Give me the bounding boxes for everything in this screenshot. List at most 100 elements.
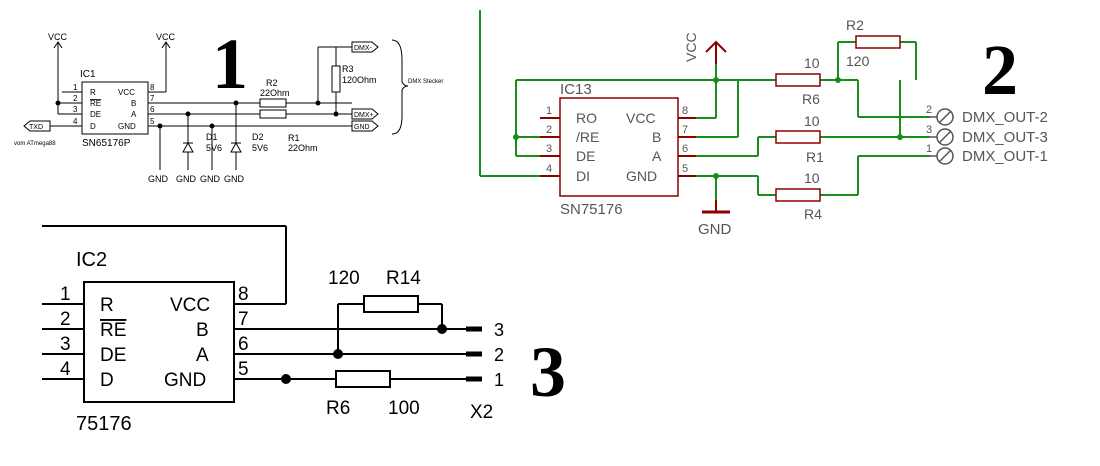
panel-1-number: 1 bbox=[212, 24, 248, 104]
panel-3-junctions bbox=[281, 324, 447, 384]
d2-diode bbox=[230, 141, 242, 153]
p1-pin5-name: GND bbox=[118, 122, 136, 131]
p2-r4-val: 10 bbox=[804, 170, 820, 186]
p1-dmx-plus: DMX+ bbox=[354, 112, 374, 119]
p2-pin4-num: 4 bbox=[546, 163, 552, 175]
panel-2-number: 2 bbox=[982, 30, 1018, 110]
p1-ic-part: SN65176P bbox=[82, 138, 131, 149]
p1-pin1-name: R bbox=[90, 88, 96, 97]
p1-pin7-num: 7 bbox=[150, 94, 155, 103]
p3-pin7-num: 7 bbox=[238, 309, 249, 330]
p3-r14-ref: R14 bbox=[386, 268, 421, 289]
panel-3-schematic bbox=[42, 225, 482, 403]
p2-pin3-num: 3 bbox=[546, 143, 552, 155]
p3-r6-val: 100 bbox=[388, 398, 420, 419]
p3-pin3-num: 3 bbox=[60, 334, 71, 355]
p2-out3-label: DMX_OUT-3 bbox=[962, 129, 1048, 146]
p1-pin3-num: 3 bbox=[73, 105, 78, 114]
p3-pin4-name: D bbox=[100, 370, 114, 391]
p3-pin1-name: R bbox=[100, 295, 114, 316]
r3-resistor bbox=[331, 65, 341, 93]
p3-pin7-name: B bbox=[196, 320, 209, 341]
p1-pin3-name: DE bbox=[90, 110, 101, 119]
p3-terminal-1: 1 bbox=[494, 370, 504, 390]
p2-vcc: VCC bbox=[683, 32, 699, 62]
r1-resistor bbox=[259, 109, 287, 119]
r2-resistor bbox=[259, 98, 287, 108]
p1-txd-label: TXD bbox=[29, 124, 43, 131]
p2-ic-ref: IC13 bbox=[560, 81, 592, 98]
p1-pin6-name: A bbox=[131, 110, 137, 119]
p3-pin2-name: RE bbox=[100, 320, 126, 341]
p3-ic-part: 75176 bbox=[76, 413, 132, 435]
p1-vcc-left: VCC bbox=[48, 32, 68, 42]
p1-pin8-name: VCC bbox=[118, 88, 135, 97]
p1-gnd-1: GND bbox=[148, 174, 169, 184]
p2-out2-num: 2 bbox=[926, 104, 932, 116]
p3-pin8-name: VCC bbox=[170, 295, 210, 316]
p1-r1-ref: R1 bbox=[288, 133, 300, 143]
p1-r1-val: 22Ohm bbox=[288, 143, 318, 153]
p1-pin7-name: B bbox=[131, 99, 136, 108]
panel-1-labels: VCC VCC IC1 SN65176P 1 2 3 4 R RE DE D V… bbox=[14, 32, 443, 184]
port-dmx-plus bbox=[351, 108, 379, 120]
p2-out1-num: 1 bbox=[926, 143, 932, 155]
panel-1-schematic bbox=[23, 39, 409, 170]
p2-pin4-name: DI bbox=[576, 168, 590, 184]
p2-out3-num: 3 bbox=[926, 124, 932, 136]
p1-gnd-port: GND bbox=[354, 124, 370, 131]
p1-ic-ref: IC1 bbox=[80, 69, 96, 80]
r2-resistor-p2 bbox=[855, 35, 901, 49]
r1-resistor-p2 bbox=[775, 130, 821, 144]
p1-d2-val: 5V6 bbox=[252, 143, 268, 153]
p3-terminal-3: 3 bbox=[494, 320, 504, 340]
p2-r1-val: 10 bbox=[804, 113, 820, 129]
r6-resistor-p3 bbox=[335, 370, 391, 388]
port-gnd bbox=[351, 120, 379, 132]
p3-pin5-num: 5 bbox=[238, 359, 249, 380]
p1-pin6-num: 6 bbox=[150, 105, 155, 114]
r4-resistor-p2 bbox=[775, 188, 821, 202]
p1-dmx-minus: DMX- bbox=[354, 45, 373, 52]
p2-out1-label: DMX_OUT-1 bbox=[962, 148, 1048, 165]
p3-r14-val: 120 bbox=[328, 268, 360, 289]
p2-pin2-num: 2 bbox=[546, 124, 552, 136]
p2-r2-val: 120 bbox=[846, 53, 870, 69]
p2-pin1-name: RO bbox=[576, 110, 597, 126]
p2-pin6-num: 6 bbox=[682, 143, 688, 155]
p1-d1-ref: D1 bbox=[206, 132, 218, 142]
d1-diode bbox=[182, 141, 194, 153]
p2-r6-val: 10 bbox=[804, 55, 820, 71]
ic2-body bbox=[83, 281, 235, 403]
p3-pin6-num: 6 bbox=[238, 334, 249, 355]
p1-pin2-name: RE bbox=[90, 99, 101, 108]
p2-pin6-name: A bbox=[652, 148, 662, 164]
p2-pin5-num: 5 bbox=[682, 163, 688, 175]
p1-pin4-num: 4 bbox=[73, 117, 78, 126]
p1-gnd-2: GND bbox=[176, 174, 197, 184]
ic1-body bbox=[81, 81, 149, 135]
p3-connector: X2 bbox=[470, 402, 493, 423]
p1-r2-val: 22Ohm bbox=[260, 88, 290, 98]
port-dmx-minus bbox=[351, 41, 379, 53]
p2-pin3-name: DE bbox=[576, 148, 595, 164]
p1-pin1-num: 1 bbox=[73, 83, 78, 92]
p2-r4-ref: R4 bbox=[804, 206, 822, 222]
p2-out2-label: DMX_OUT-2 bbox=[962, 109, 1048, 126]
p1-pin4-name: D bbox=[90, 122, 96, 131]
p1-txd-note: vom ATmega88 bbox=[14, 141, 56, 147]
p1-pin5-num: 5 bbox=[150, 117, 155, 126]
r6-resistor-p2 bbox=[775, 73, 821, 87]
panel-3-number: 3 bbox=[530, 332, 566, 412]
p1-stecker: DMX Stecker bbox=[408, 79, 443, 85]
p1-r3-ref: R3 bbox=[342, 64, 354, 74]
p3-pin2-num: 2 bbox=[60, 309, 71, 330]
p2-pin1-num: 1 bbox=[546, 105, 552, 117]
p1-r2-ref: R2 bbox=[266, 78, 278, 88]
p3-pin3-name: DE bbox=[100, 345, 126, 366]
p1-pin8-num: 8 bbox=[150, 83, 155, 92]
p2-pin8-num: 8 bbox=[682, 105, 688, 117]
p1-r3-val: 120Ohm bbox=[342, 75, 377, 85]
p1-d2-ref: D2 bbox=[252, 132, 264, 142]
